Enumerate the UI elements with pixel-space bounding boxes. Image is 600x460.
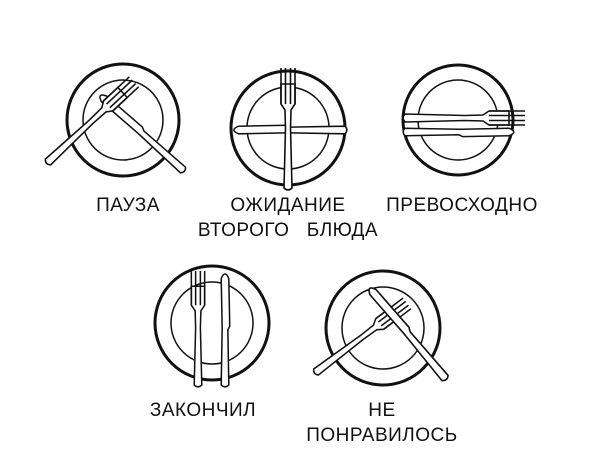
label-pause: ПАУЗА <box>96 193 160 218</box>
plate-excellent <box>401 63 526 177</box>
label-disliked: НЕ ПОНРАВИЛОСЬ <box>306 398 458 448</box>
plate-finished <box>153 264 271 388</box>
knife-icon <box>402 127 515 138</box>
label-line: ПРЕВОСХОДНО <box>386 195 538 216</box>
label-excellent: ПРЕВОСХОДНО <box>386 193 538 218</box>
label-line: ОЖИДАНИЕ <box>230 195 346 216</box>
label-line: ПАУЗА <box>96 195 160 216</box>
label-line: ЗАКОНЧИЛ <box>149 400 257 421</box>
label-line: НЕ <box>368 400 396 421</box>
label-line: ВТОРОГО БЛЮДА <box>197 220 379 241</box>
plate-disliked <box>309 269 451 387</box>
plate-waiting-second-course <box>229 67 348 191</box>
plate-pause <box>41 62 189 178</box>
label-waiting: ОЖИДАНИЕ ВТОРОГО БЛЮДА <box>198 193 378 243</box>
label-line: ПОНРАВИЛОСЬ <box>306 425 458 446</box>
label-finished: ЗАКОНЧИЛ <box>150 398 256 423</box>
knife-icon <box>220 273 231 388</box>
